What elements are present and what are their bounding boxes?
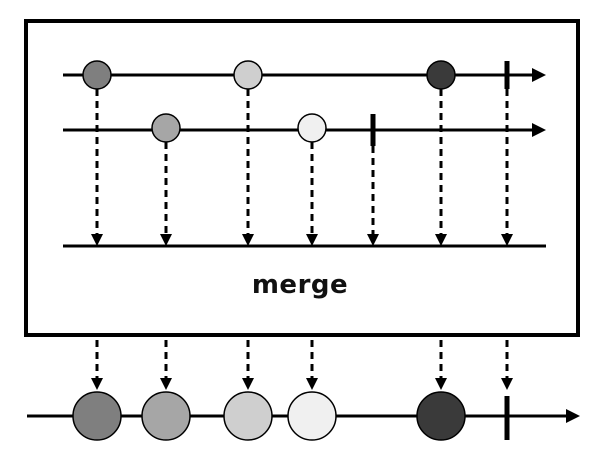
inner-arrowhead-4	[306, 234, 318, 246]
operator-label: merge	[252, 270, 348, 300]
input-1-arrowhead	[532, 68, 546, 82]
inner-dashed-arrows	[95, 89, 509, 236]
operator-box	[24, 19, 580, 337]
output-marble-5	[416, 391, 466, 441]
inner-arrowhead-7	[501, 234, 513, 246]
inner-arrowhead-1	[91, 234, 103, 246]
output-stream	[27, 391, 580, 441]
output-marble-2	[141, 391, 191, 441]
input-stream-1	[63, 60, 546, 90]
outer-arrowhead-5	[435, 378, 447, 390]
input-2-marble-2	[297, 113, 327, 143]
outer-arrowheads	[91, 378, 513, 390]
inner-arrowhead-5	[367, 234, 379, 246]
output-marble-3	[223, 391, 273, 441]
output-marble-1	[72, 391, 122, 441]
output-marble-4	[287, 391, 337, 441]
outer-arrowhead-4	[306, 378, 318, 390]
inner-arrowheads	[91, 234, 513, 246]
input-stream-2	[63, 113, 546, 146]
input-1-marble-3	[426, 60, 456, 90]
outer-arrowhead-3	[242, 378, 254, 390]
outer-dashed-arrows	[95, 340, 509, 380]
input-2-arrowhead	[532, 123, 546, 137]
input-1-marble-2	[233, 60, 263, 90]
inner-arrowhead-3	[242, 234, 254, 246]
outer-arrowhead-2	[160, 378, 172, 390]
input-1-marble-1	[82, 60, 112, 90]
input-2-marble-1	[151, 113, 181, 143]
outer-arrowhead-6	[501, 378, 513, 390]
outer-arrowhead-1	[91, 378, 103, 390]
inner-arrowhead-6	[435, 234, 447, 246]
output-arrowhead	[566, 409, 580, 423]
inner-arrowhead-2	[160, 234, 172, 246]
